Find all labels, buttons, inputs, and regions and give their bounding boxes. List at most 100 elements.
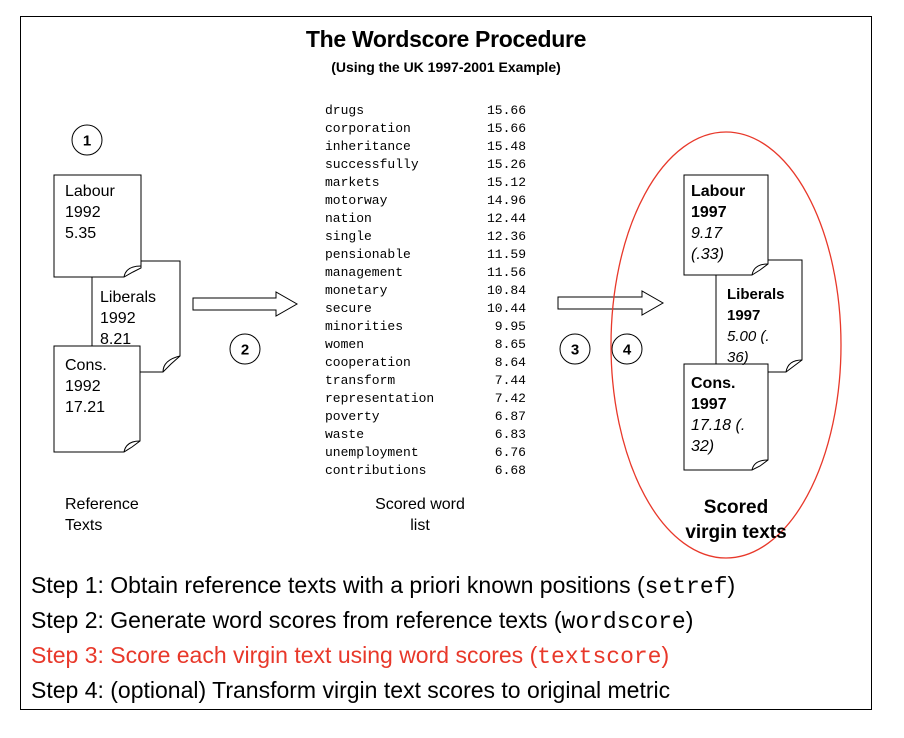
page-title: The Wordscore Procedure [305,26,587,52]
reference-doc-labour-curl [123,265,142,278]
caption-scored-word-list: Scored word list [350,494,490,536]
arrow-wordlist-to-virgin [557,290,665,316]
step-circle-1 [71,124,103,156]
step-circle-3 [559,333,591,365]
party-label: Liberals [100,289,157,306]
word-list-word: transform [325,373,396,388]
word-list-word: contributions [325,463,427,478]
score-value: 17.21 [65,399,106,416]
word-list-score: 6.76 [494,445,526,460]
word-list-score: 14.96 [486,193,526,208]
word-list-word: waste [325,427,365,442]
party-label: Labour [65,183,115,200]
score-value: 17.18 (. [691,417,746,434]
word-list-word: motorway [325,193,388,208]
reference-doc-cons-curl [123,440,141,453]
step-4: Step 4: (optional) Transform virgin text… [31,674,735,709]
step-3: Step 3: Score each virgin text using wor… [31,639,735,674]
step-circle-label-4: 4 [623,342,632,359]
word-list-word: markets [325,175,380,190]
word-list-word: minorities [325,319,404,334]
word-list-score: 10.84 [486,283,526,298]
year-label: 1997 [727,307,761,324]
step-circle-4 [611,333,643,365]
virgin-doc-cons [683,363,769,471]
virgin-doc-labour-text: Labour 1997 9.17 (.33) [691,181,745,265]
party-label: Cons. [65,357,107,374]
caption-line: Reference [65,496,139,513]
caption-line: virgin texts [685,522,787,543]
word-list-word: corporation [325,121,411,136]
year-label: 1992 [100,310,136,327]
step-text: Step 2: Generate word scores from refere… [31,607,562,633]
party-label: Liberals [727,286,785,303]
reference-doc-cons [53,345,141,453]
word-list-score: 8.65 [494,337,526,352]
reference-doc-cons-text: Cons. 1992 17.21 [65,355,107,418]
word-list-score: 12.44 [486,211,526,226]
word-list-score: 15.26 [486,157,526,172]
step-circle-2 [229,333,261,365]
caption-scored-virgin-texts: Scored virgin texts [666,495,806,545]
caption-line: Scored [703,497,769,518]
word-list-score: 15.48 [486,139,526,154]
caption-line: list [410,517,430,534]
step-circle-label-2: 2 [241,342,249,359]
caption-reference-texts: Reference Texts [65,494,139,536]
word-list-word: inheritance [325,139,411,154]
word-list-word: representation [325,391,435,406]
word-list-word: successfully [325,157,419,172]
virgin-doc-liberals-text: Liberals 1997 5.00 (. 36) [727,284,785,368]
word-list-score: 9.95 [494,319,526,334]
step-circle-label-3: 3 [571,342,579,359]
score-se: 32) [691,438,715,455]
virgin-doc-cons-curl [751,459,769,471]
year-label: 1997 [691,396,727,413]
reference-doc-liberals-curl [162,355,181,373]
step-text: Step 1: Obtain reference texts with a pr… [31,572,645,598]
step-1: Step 1: Obtain reference texts with a pr… [31,569,735,604]
page-subtitle: (Using the UK 1997-2001 Example) [331,59,561,75]
word-list-score: 15.66 [486,121,526,136]
party-label: Cons. [691,375,736,392]
word-list-word: monetary [325,283,388,298]
steps-list: Step 1: Obtain reference texts with a pr… [31,569,735,709]
word-list-word: poverty [325,409,380,424]
word-list-word: cooperation [325,355,411,370]
step-2: Step 2: Generate word scores from refere… [31,604,735,639]
word-list-score: 11.56 [486,265,526,280]
score-value: 5.00 (. [727,328,770,345]
word-list-word: pensionable [325,247,411,262]
step-text: Step 3: Score each virgin text using wor… [31,642,538,668]
virgin-doc-cons-text: Cons. 1997 17.18 (. 32) [691,373,745,457]
word-list-word: secure [325,301,372,316]
word-list-score: 11.59 [486,247,526,262]
word-list-word: single [325,229,372,244]
score-value: 5.35 [65,225,97,242]
virgin-texts-highlight-ellipse [610,131,842,559]
arrow-reference-to-wordlist [192,291,299,317]
word-list-score: 7.44 [494,373,526,388]
reference-doc-labour-text: Labour 1992 5.35 [65,181,115,244]
word-list-score: 6.83 [494,427,526,442]
virgin-doc-labour-curl [751,263,769,276]
party-label: Labour [691,183,746,200]
step-command: wordscore [561,609,686,635]
score-se: (.33) [691,246,724,263]
reference-doc-labour [53,174,142,278]
word-list-score: 10.44 [486,301,526,316]
step-command: setref [644,574,728,600]
score-value: 9.17 [691,225,723,242]
virgin-doc-liberals-curl [785,359,803,373]
word-list-word: drugs [325,103,365,118]
virgin-doc-labour [683,174,769,276]
wordscore-diagram: The Wordscore Procedure (Using the UK 19… [53,26,842,559]
score-value: 8.21 [100,331,132,348]
word-list-score: 6.87 [494,409,526,424]
word-list-score: 7.42 [494,391,526,406]
step-command: textscore [537,644,662,670]
step-paren: ) [661,642,670,668]
caption-line: Scored word [375,496,465,513]
step-text: Step 4: (optional) Transform virgin text… [31,677,671,703]
word-list-score: 12.36 [486,229,526,244]
